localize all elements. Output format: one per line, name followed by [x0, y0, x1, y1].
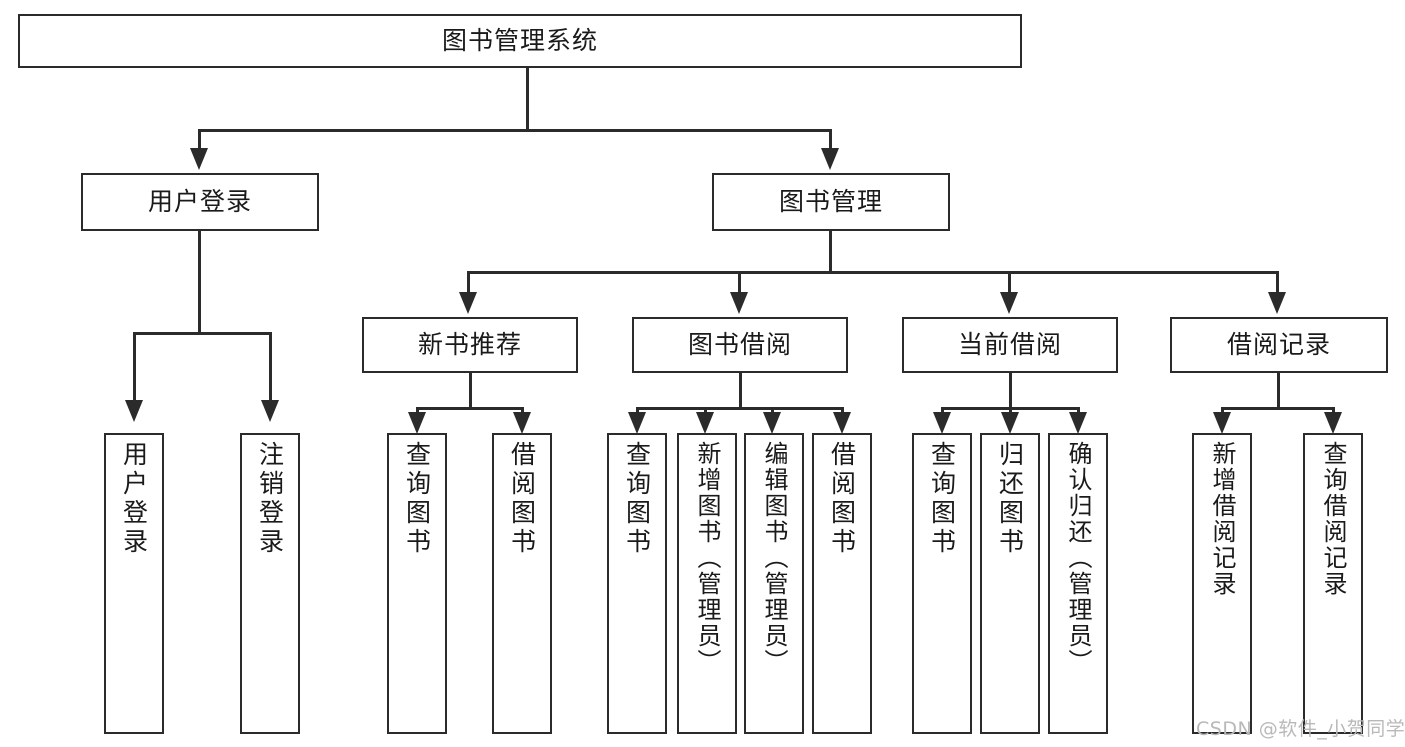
- edge-drop-to-book-borrow: [738, 271, 741, 296]
- arrow-new-book-leaf-2: [513, 412, 531, 434]
- node-label: 查询图书: [927, 441, 957, 557]
- arrow-current-borrow-leaf-3: [1069, 412, 1087, 434]
- arrow-book-borrow-leaf-2: [696, 412, 714, 434]
- node-label: 图书借阅: [687, 330, 792, 360]
- node-new-book-recommend[interactable]: 新书推荐: [362, 317, 578, 373]
- arrow-to-current-borrow: [1000, 292, 1018, 314]
- arrow-book-borrow-leaf-1: [628, 412, 646, 434]
- edge-drop-to-current-borrow: [1008, 271, 1011, 296]
- leaf-new-book-borrow-book[interactable]: 借阅图书: [492, 433, 552, 734]
- node-book-management[interactable]: 图书管理: [712, 173, 950, 231]
- edge-borrow-record-bus: [1221, 407, 1335, 410]
- edge-level3-bus: [467, 271, 1278, 274]
- node-label: 编辑图书（管理员）: [760, 441, 788, 675]
- leaf-borrow-record-query-record[interactable]: 查询借阅记录: [1303, 433, 1363, 734]
- node-label: 新增借阅记录: [1208, 441, 1236, 597]
- arrow-to-new-book-recommend: [459, 292, 477, 314]
- leaf-book-borrow-borrow-book[interactable]: 借阅图书: [812, 433, 872, 734]
- edge-new-book-recommend-stem: [469, 373, 472, 409]
- arrow-user-login-leaf-1: [125, 400, 143, 422]
- arrow-borrow-record-leaf-2: [1324, 412, 1342, 434]
- node-root-book-management-system[interactable]: 图书管理系统: [18, 14, 1022, 68]
- node-label: 注销登录: [255, 441, 285, 557]
- edge-root-stem: [526, 68, 529, 131]
- arrow-borrow-record-leaf-1: [1213, 412, 1231, 434]
- leaf-current-borrow-query-book[interactable]: 查询图书: [912, 433, 972, 734]
- node-label: 新书推荐: [417, 330, 522, 360]
- leaf-book-borrow-query-book[interactable]: 查询图书: [607, 433, 667, 734]
- arrow-to-user-login: [190, 148, 208, 170]
- node-label: 借阅记录: [1226, 330, 1331, 360]
- node-label: 图书管理: [778, 187, 883, 217]
- node-label: 确认归还（管理员）: [1064, 441, 1092, 675]
- edge-book-management-stem: [829, 231, 832, 273]
- node-label: 用户登录: [147, 187, 252, 217]
- node-current-borrow[interactable]: 当前借阅: [902, 317, 1118, 373]
- edge-level1-bus: [198, 129, 832, 132]
- arrow-book-borrow-leaf-3: [763, 412, 781, 434]
- node-label: 当前借阅: [957, 330, 1062, 360]
- node-label: 查询图书: [402, 441, 432, 557]
- leaf-user-login-login[interactable]: 用户登录: [104, 433, 164, 734]
- arrow-new-book-leaf-1: [408, 412, 426, 434]
- node-label: 借阅图书: [827, 441, 857, 557]
- leaf-borrow-record-add-record[interactable]: 新增借阅记录: [1192, 433, 1252, 734]
- node-borrow-record[interactable]: 借阅记录: [1170, 317, 1388, 373]
- leaf-new-book-query-book[interactable]: 查询图书: [387, 433, 447, 734]
- edge-user-login-bus: [133, 332, 272, 335]
- node-book-borrow[interactable]: 图书借阅: [632, 317, 848, 373]
- node-label: 图书管理系统: [441, 26, 598, 56]
- edge-drop-to-borrow-record: [1276, 271, 1279, 296]
- arrow-to-book-borrow: [730, 292, 748, 314]
- leaf-user-login-logout[interactable]: 注销登录: [240, 433, 300, 734]
- edge-book-borrow-bus: [636, 407, 844, 410]
- leaf-current-borrow-return-book[interactable]: 归还图书: [980, 433, 1040, 734]
- node-label: 查询图书: [622, 441, 652, 557]
- edge-current-borrow-stem: [1009, 373, 1012, 409]
- node-label: 查询借阅记录: [1319, 441, 1347, 597]
- edge-borrow-record-stem: [1277, 373, 1280, 409]
- arrow-current-borrow-leaf-2: [1001, 412, 1019, 434]
- node-label: 借阅图书: [507, 441, 537, 557]
- arrow-to-book-management: [821, 148, 839, 170]
- arrow-current-borrow-leaf-1: [933, 412, 951, 434]
- leaf-book-borrow-add-book-admin[interactable]: 新增图书（管理员）: [677, 433, 737, 734]
- node-label: 新增图书（管理员）: [693, 441, 721, 675]
- edge-drop-to-book-management: [829, 129, 832, 157]
- edge-drop-to-new-book-recommend: [467, 271, 470, 296]
- arrow-user-login-leaf-2: [261, 400, 279, 422]
- edge-user-login-stem: [198, 231, 201, 335]
- node-label: 用户登录: [119, 441, 149, 557]
- arrow-book-borrow-leaf-4: [833, 412, 851, 434]
- edge-new-book-recommend-bus: [416, 407, 524, 410]
- node-user-login[interactable]: 用户登录: [81, 173, 319, 231]
- node-label: 归还图书: [995, 441, 1025, 557]
- arrow-to-borrow-record: [1268, 292, 1286, 314]
- watermark-text: CSDN @软件_小贺同学: [1196, 718, 1405, 740]
- leaf-current-borrow-confirm-return-admin[interactable]: 确认归还（管理员）: [1048, 433, 1108, 734]
- edge-drop-user-login-leaf-1: [133, 332, 136, 407]
- edge-drop-user-login-leaf-2: [269, 332, 272, 407]
- edge-drop-to-user-login: [198, 129, 201, 157]
- edge-book-borrow-stem: [739, 373, 742, 409]
- leaf-book-borrow-edit-book-admin[interactable]: 编辑图书（管理员）: [744, 433, 804, 734]
